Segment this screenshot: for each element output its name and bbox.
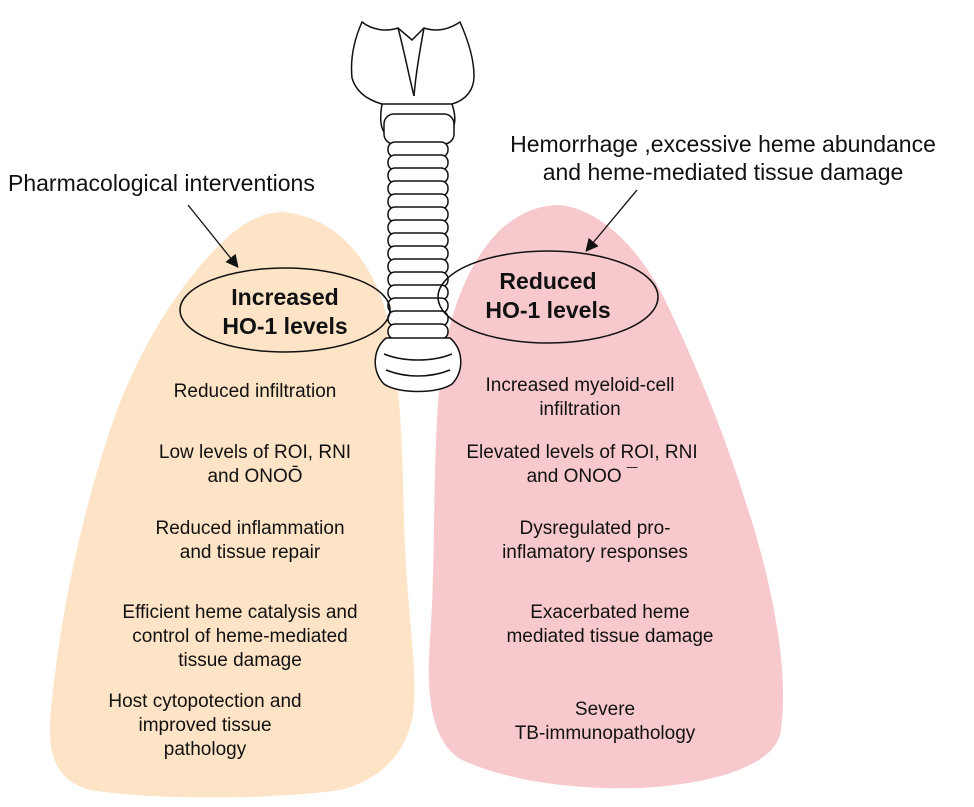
left-item-line: Reduced inflammation [155,518,345,539]
left-item-line: Efficient heme catalysis and [122,602,358,623]
right-header-line1: Reduced [499,268,597,294]
left-item-line: Host cytopotection and [108,691,302,712]
right-item: Dysregulated pro- inflamatory responses [460,517,730,565]
right-item-line: Exacerbated heme [530,602,690,623]
right-item: Severe TB-immunopathology [470,698,740,746]
left-item: Reduced infiltration [130,380,380,404]
left-item-line: improved tissue [138,715,272,736]
left-header-line2: HO-1 levels [222,313,348,339]
hemorrhage-arrow [585,189,638,252]
left-item-line: pathology [163,739,247,760]
right-item: Exacerbated heme mediated tissue damage [470,601,750,649]
pharmacological-interventions-label: Pharmacological interventions [8,170,315,196]
right-header-ellipse [437,250,659,344]
left-lung [49,212,415,798]
left-item: Reduced inflammation and tissue repair [115,517,385,565]
right-item-line: TB-immunopathology [514,723,696,744]
right-header-line2: HO-1 levels [485,297,611,323]
right-item: Elevated levels of ROI, RNI and ONOO ¯ [432,441,732,489]
hemorrhage-label-line1: Hemorrhage ,excessive heme abundance [510,131,936,157]
trachea [350,20,475,393]
right-item: Increased myeloid-cell infiltration [440,374,720,422]
left-item-line: control of heme-mediated [132,626,348,647]
right-header: Reduced HO-1 levels [458,267,638,325]
left-item: Low levels of ROI, RNI and ONOŌ [115,441,395,489]
left-item-line: Reduced infiltration [173,381,337,402]
left-item-line: tissue damage [178,650,302,671]
hemorrhage-label-line2: and heme-mediated tissue damage [542,159,904,185]
right-item-line: Increased myeloid-cell [485,375,675,396]
left-item-line: and tissue repair [179,542,321,563]
right-item-line: Severe [574,699,636,720]
left-item-line: Low levels of ROI, RNI [158,442,352,463]
right-item-line: infiltration [539,399,621,420]
pharma-arrow [187,204,239,269]
right-item-line: Dysregulated pro- [519,518,671,539]
left-item-line: and ONOŌ [207,466,303,487]
right-item-line: and ONOO ¯ [526,466,638,487]
trachea-base [374,337,462,393]
right-item-line: mediated tissue damage [506,626,714,647]
right-item-line: Elevated levels of ROI, RNI [466,442,698,463]
hemorrhage-label: Hemorrhage ,excessive heme abundance and… [476,130,970,186]
left-header-line1: Increased [231,284,339,310]
larynx [350,20,475,105]
left-header: Increased HO-1 levels [195,283,375,341]
cricoid [383,113,455,145]
left-header-ellipse [179,267,391,353]
right-item-line: inflamatory responses [502,542,688,563]
left-item: Host cytopotection and improved tissue p… [70,690,340,762]
tracheal-rings [387,141,449,340]
right-lung [428,205,784,789]
left-item: Efficient heme catalysis and control of … [90,601,390,673]
